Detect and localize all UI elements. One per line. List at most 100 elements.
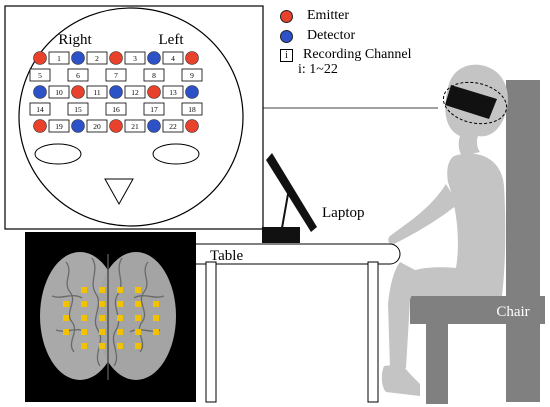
detector-optode	[33, 85, 47, 99]
channel-box-frame	[162, 119, 184, 133]
emitter-optode	[33, 51, 47, 65]
channel-box-frame	[181, 68, 203, 82]
channel-box-frame	[29, 102, 51, 116]
channel-number: 13	[169, 88, 177, 97]
table-leg-right	[367, 261, 379, 403]
channel-box: 10	[48, 85, 70, 99]
table-label: Table	[210, 248, 243, 264]
channel-box-frame	[181, 102, 203, 116]
channel-range-label: i: 1~22	[298, 62, 338, 77]
channel-box: 16	[105, 102, 127, 116]
channel-number: 12	[131, 88, 139, 97]
detector-optode	[71, 51, 85, 65]
channel-number: 20	[93, 122, 101, 131]
laptop-base	[262, 227, 300, 243]
channel-number: 21	[131, 122, 139, 131]
brain-channel-marker	[63, 301, 69, 307]
brain-channel-marker	[99, 287, 105, 293]
channel-box: 2	[86, 51, 108, 65]
channel-box: 19	[48, 119, 70, 133]
channel-box-frame	[162, 51, 184, 65]
detector-optode	[185, 85, 199, 99]
person-silhouette	[381, 64, 508, 396]
brain-channel-marker	[117, 301, 123, 307]
channel-number: 16	[112, 105, 120, 114]
emitter-optode	[33, 119, 47, 133]
channel-number: 3	[133, 54, 137, 63]
channel-box: 12	[124, 85, 146, 99]
channel-number: 19	[55, 122, 63, 131]
channel-box: 22	[162, 119, 184, 133]
brain-channel-marker	[135, 301, 141, 307]
table-leg-left	[205, 261, 217, 403]
person-torso	[398, 153, 506, 296]
channel-box: 20	[86, 119, 108, 133]
channel-number: 10	[55, 88, 63, 97]
brain-channel-marker	[153, 315, 159, 321]
detector-optode	[147, 51, 161, 65]
emitter-optode	[185, 51, 199, 65]
channel-box-frame	[162, 85, 184, 99]
brain-channel-marker	[81, 287, 87, 293]
channel-number: 11	[93, 88, 100, 97]
cap-outline	[442, 81, 508, 125]
channel-box-frame	[124, 51, 146, 65]
channel-box: 5	[29, 68, 51, 82]
laptop-screen	[266, 153, 317, 232]
brain-channel-marker	[99, 315, 105, 321]
head-outline	[18, 7, 244, 227]
legend-emitter: Emitter	[280, 7, 349, 25]
cap-optode-band	[445, 85, 497, 119]
channel-box-frame	[105, 68, 127, 82]
channel-box-frame	[67, 102, 89, 116]
channel-box: 3	[124, 51, 146, 65]
optode-layer	[33, 51, 199, 133]
channel-number: 1	[57, 54, 61, 63]
channel-box: 21	[124, 119, 146, 133]
channel-box-frame	[86, 51, 108, 65]
brain-channel-marker	[99, 329, 105, 335]
brain-channel-marker	[81, 329, 87, 335]
brain-channel-marker	[81, 315, 87, 321]
detector-optode	[109, 85, 123, 99]
brain-channel-marker	[117, 343, 123, 349]
emitter-optode	[71, 85, 85, 99]
laptop-label: Laptop	[322, 205, 365, 221]
channel-box-frame	[48, 51, 70, 65]
brain-channel-marker	[153, 329, 159, 335]
left-eye-shape	[152, 143, 200, 165]
laptop: Laptop	[262, 153, 365, 243]
chair-seat	[410, 296, 545, 324]
channel-number: 8	[152, 71, 156, 80]
channel-number: 2	[95, 54, 99, 63]
channel-box-frame	[143, 102, 165, 116]
chair: Chair	[410, 80, 545, 404]
channel-box: 15	[67, 102, 89, 116]
channel-number: 18	[188, 105, 196, 114]
channel-number: 4	[171, 54, 175, 63]
right-hemisphere-label: Right	[58, 32, 92, 48]
channel-box-frame	[124, 85, 146, 99]
fnirs-cap	[442, 81, 508, 125]
brain-channel-marker	[135, 315, 141, 321]
brain-channel-marker	[135, 329, 141, 335]
detector-optode	[147, 119, 161, 133]
brain-channel-marker	[117, 287, 123, 293]
channel-box: 6	[67, 68, 89, 82]
channel-box: 17	[143, 102, 165, 116]
channel-box: 8	[143, 68, 165, 82]
channel-number: 6	[76, 71, 80, 80]
laptop-stand	[281, 193, 289, 229]
emitter-swatch	[280, 9, 293, 23]
channel-box-frame	[29, 68, 51, 82]
detector-optode	[71, 119, 85, 133]
channel-label: Recording Channel	[303, 47, 412, 62]
channel-box-frame	[124, 119, 146, 133]
channel-box: 18	[181, 102, 203, 116]
brain-channel-marker	[135, 287, 141, 293]
channel-number: 7	[114, 71, 118, 80]
emitter-optode	[109, 119, 123, 133]
emitter-optode	[109, 51, 123, 65]
